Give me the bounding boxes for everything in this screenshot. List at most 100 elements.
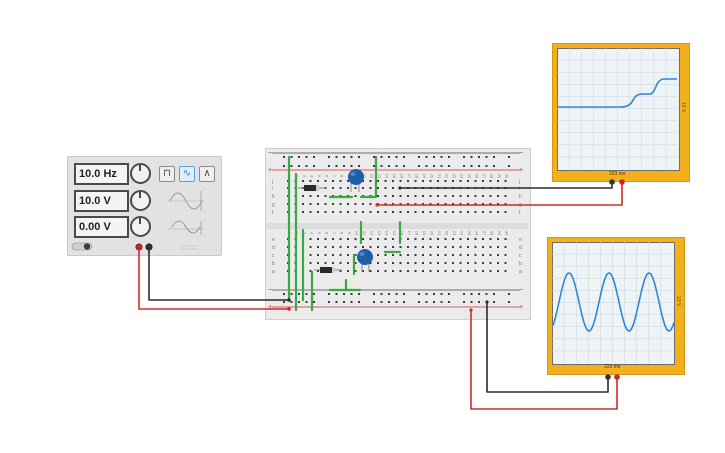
column-number: 16 bbox=[400, 231, 405, 236]
column-number: 13 bbox=[377, 174, 382, 179]
row-letter: h bbox=[519, 194, 522, 200]
oscilloscope-top-time-scale: 223 ms bbox=[609, 171, 626, 177]
column-number: 13 bbox=[377, 231, 382, 236]
column-number: 12 bbox=[370, 174, 375, 179]
column-number: 8 bbox=[340, 232, 345, 235]
bottom-scope-black-wire bbox=[486, 302, 609, 393]
column-number: 26 bbox=[475, 174, 480, 179]
generator-red-wire bbox=[138, 248, 289, 310]
generator-markings bbox=[71, 191, 204, 251]
column-number: 14 bbox=[385, 174, 390, 179]
column-number: 29 bbox=[497, 231, 502, 236]
column-number: 11 bbox=[362, 231, 367, 236]
rail-sign: − bbox=[268, 287, 272, 294]
top-scope-red-wire bbox=[377, 182, 623, 206]
oscilloscope-top-volt-scale: 10 V bbox=[680, 102, 686, 113]
row-letter: e bbox=[272, 237, 275, 243]
bottom-scope-red-wire bbox=[470, 310, 618, 410]
column-number: 17 bbox=[407, 231, 412, 236]
column-number: 26 bbox=[475, 231, 480, 236]
column-number: 14 bbox=[385, 231, 390, 236]
row-letter: a bbox=[272, 269, 275, 275]
column-number: 22 bbox=[445, 174, 450, 179]
frequency-display[interactable]: 10.0 Hz bbox=[74, 163, 129, 185]
column-number: 15 bbox=[392, 174, 397, 179]
amplitude-knob[interactable] bbox=[130, 190, 151, 211]
breadboard bbox=[265, 148, 531, 320]
oscilloscope-bottom-screen bbox=[552, 242, 675, 365]
amplitude-display[interactable]: 10.0 V bbox=[74, 190, 129, 212]
capacitor-bottom bbox=[357, 249, 373, 272]
column-number: 7 bbox=[332, 232, 337, 235]
column-number: 25 bbox=[467, 231, 472, 236]
rail-sign: − bbox=[519, 287, 523, 294]
oscilloscope-bottom-trace bbox=[552, 272, 675, 332]
column-number: 4 bbox=[310, 175, 315, 178]
triangle-wave-button[interactable]: ∧ bbox=[199, 166, 215, 182]
rail-sign: − bbox=[268, 150, 272, 157]
column-number: 18 bbox=[415, 231, 420, 236]
column-number: 20 bbox=[430, 174, 435, 179]
sine-wave-button[interactable]: ∿ bbox=[179, 166, 195, 182]
rail-sign: + bbox=[519, 304, 523, 311]
column-number: 27 bbox=[482, 174, 487, 179]
generator-black-wire bbox=[148, 248, 289, 301]
row-letter: j bbox=[518, 179, 520, 185]
column-number: 6 bbox=[325, 175, 330, 178]
column-number: 28 bbox=[490, 174, 495, 179]
column-number: 4 bbox=[310, 232, 315, 235]
column-number: 18 bbox=[415, 174, 420, 179]
rail-sign: + bbox=[519, 167, 523, 174]
row-letter: i bbox=[272, 186, 273, 192]
offset-knob[interactable] bbox=[130, 216, 151, 237]
capacitor-top bbox=[348, 169, 364, 192]
oscilloscope-top-screen bbox=[557, 48, 680, 171]
oscilloscope-top: 223 ms 10 V bbox=[552, 43, 690, 182]
row-letter: c bbox=[272, 253, 275, 259]
row-letter: b bbox=[272, 261, 275, 267]
column-number: 19 bbox=[422, 231, 427, 236]
row-letter: d bbox=[272, 245, 275, 251]
rail-sign: − bbox=[519, 150, 523, 157]
column-number: 3 bbox=[302, 175, 307, 178]
row-letter: f bbox=[272, 210, 274, 216]
column-number: 28 bbox=[490, 231, 495, 236]
column-number: 25 bbox=[467, 174, 472, 179]
column-number: 23 bbox=[452, 174, 457, 179]
column-number: 22 bbox=[445, 231, 450, 236]
column-number: 10 bbox=[355, 231, 360, 236]
column-number: 30 bbox=[505, 174, 510, 179]
oscilloscope-bottom-time-scale: 223 ms bbox=[604, 364, 621, 370]
row-letter: j bbox=[271, 179, 273, 185]
column-number: 6 bbox=[325, 232, 330, 235]
column-number: 30 bbox=[505, 231, 510, 236]
row-letter: d bbox=[519, 245, 522, 251]
rail-sign: + bbox=[268, 167, 272, 174]
column-number: 24 bbox=[460, 174, 465, 179]
frequency-knob[interactable] bbox=[130, 163, 151, 184]
diode-bottom bbox=[314, 267, 342, 273]
row-letter: a bbox=[519, 269, 522, 275]
column-number: 3 bbox=[302, 232, 307, 235]
column-number: 20 bbox=[430, 231, 435, 236]
offset-display[interactable]: 0.00 V bbox=[74, 216, 129, 238]
column-number: 21 bbox=[437, 231, 442, 236]
oscilloscope-top-trace bbox=[557, 78, 677, 108]
column-number: 12 bbox=[370, 231, 375, 236]
square-wave-button[interactable]: ⊓ bbox=[159, 166, 175, 182]
row-letter: c bbox=[519, 253, 522, 259]
column-number: 23 bbox=[452, 231, 457, 236]
diode-top bbox=[298, 185, 326, 191]
column-number: 16 bbox=[400, 174, 405, 179]
jumper-wires bbox=[287, 155, 402, 312]
column-number: 5 bbox=[317, 232, 322, 235]
row-letter: b bbox=[519, 261, 522, 267]
function-generator: 10.0 Hz 10.0 V 0.00 V ⊓ ∿ ∧ bbox=[67, 156, 222, 256]
column-number: 5 bbox=[317, 175, 322, 178]
column-number: 29 bbox=[497, 174, 502, 179]
row-letter: h bbox=[272, 194, 275, 200]
row-letter: g bbox=[272, 202, 275, 208]
oscilloscope-bottom-volt-scale: 10 V bbox=[675, 296, 681, 307]
column-number: 8 bbox=[340, 175, 345, 178]
